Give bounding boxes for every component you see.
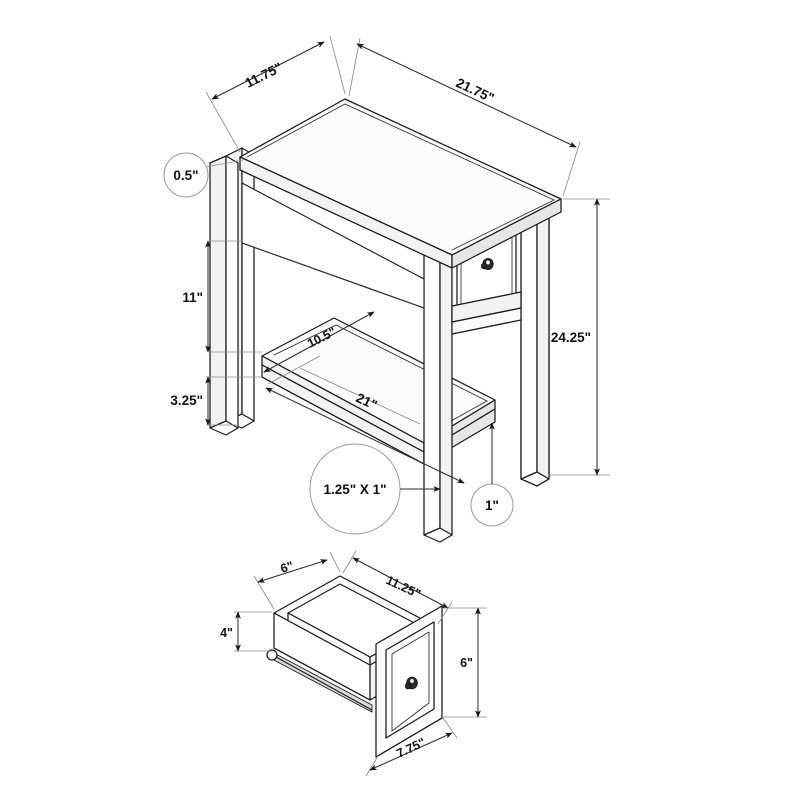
callout-label-leg-section: 1.25" X 1": [323, 482, 386, 497]
main-table-view: 11.75" 21.75" 0.5" 11": [163, 35, 610, 543]
dimension-label-width-top: 21.75": [454, 75, 497, 106]
callout-leg-section: 1.25" X 1": [309, 443, 441, 535]
dimension-label-shelf-to-floor: 3.25": [170, 393, 203, 408]
back-apron: [241, 182, 425, 309]
drawer-face-knob[interactable]: [404, 676, 418, 690]
drawer-slide-rail: [266, 649, 373, 713]
dimension-drawer-face-height: 6": [443, 607, 487, 718]
tabletop-panel: [239, 98, 562, 269]
dimension-overall-height: 24.25": [549, 198, 610, 476]
drawer-knob[interactable]: [480, 257, 494, 270]
dimension-label-leg-clearance: 11": [182, 290, 203, 305]
dimension-label-drawer-box-width: 11.25": [384, 573, 423, 601]
dimension-label-depth-top: 11.75": [243, 60, 285, 91]
callout-label-top-thickness: 0.5": [173, 168, 198, 183]
dimension-label-drawer-side-depth: 6": [279, 559, 295, 576]
callout-stretcher-thickness: 1": [470, 422, 514, 527]
callout-top-thickness: 0.5": [163, 152, 244, 198]
dimension-leg-clearance: 11": [182, 240, 262, 353]
dimension-drawer-side-depth: 6": [253, 551, 341, 610]
dimension-label-overall-height: 24.25": [551, 330, 591, 345]
callout-label-stretcher-thickness: 1": [485, 498, 499, 513]
dimension-label-drawer-face-height: 6": [460, 656, 473, 670]
dimension-drawer-box-height: 4": [220, 611, 272, 652]
dimension-shelf-to-floor: 3.25": [170, 376, 262, 426]
leg-back-right-outer: [520, 207, 550, 487]
leg-front-left: [209, 155, 239, 436]
drawer-box-view: 6" 11.25" 4" 6": [220, 550, 487, 777]
dimension-label-drawer-box-height: 4": [220, 626, 233, 640]
